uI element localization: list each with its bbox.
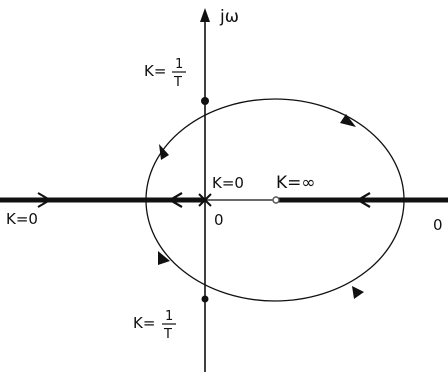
circle-arrow-upper-left	[159, 144, 169, 160]
pole-real-axis-icon	[272, 196, 280, 204]
svg-text:T: T	[173, 75, 182, 90]
locus-circle	[145, 98, 405, 302]
real-axis-arrow-left-inner	[167, 192, 183, 208]
circle-arrow-upper-right	[340, 114, 356, 127]
crossing-point-upper	[201, 97, 209, 105]
crossing-point-lower	[201, 295, 209, 303]
pole-origin-icon	[198, 193, 212, 207]
imaginary-axis-label: jω	[219, 7, 239, 27]
svg-text:K=: K=	[144, 62, 166, 80]
label-right-zero: 0	[433, 216, 443, 234]
label-k-one-over-t-lower: K= 1 T	[133, 309, 176, 342]
svg-text:T: T	[163, 327, 172, 342]
label-k-one-over-t-upper: K= 1 T	[144, 57, 186, 90]
svg-text:1: 1	[165, 309, 173, 324]
imaginary-axis-arrowhead	[200, 8, 210, 22]
svg-text:1: 1	[175, 57, 183, 72]
circle-arrow-lower-left	[158, 251, 170, 265]
real-axis-arrow-left-end	[37, 192, 52, 208]
label-k-zero-origin: K=0	[212, 174, 244, 192]
circle-arrow-lower-right	[352, 286, 364, 299]
label-origin-zero: 0	[214, 211, 224, 229]
label-k-infinity: K=∞	[276, 173, 316, 193]
real-axis-arrow-right-inner	[355, 192, 371, 208]
label-k-zero-left: K=0	[6, 210, 38, 228]
svg-text:K=: K=	[133, 314, 155, 332]
